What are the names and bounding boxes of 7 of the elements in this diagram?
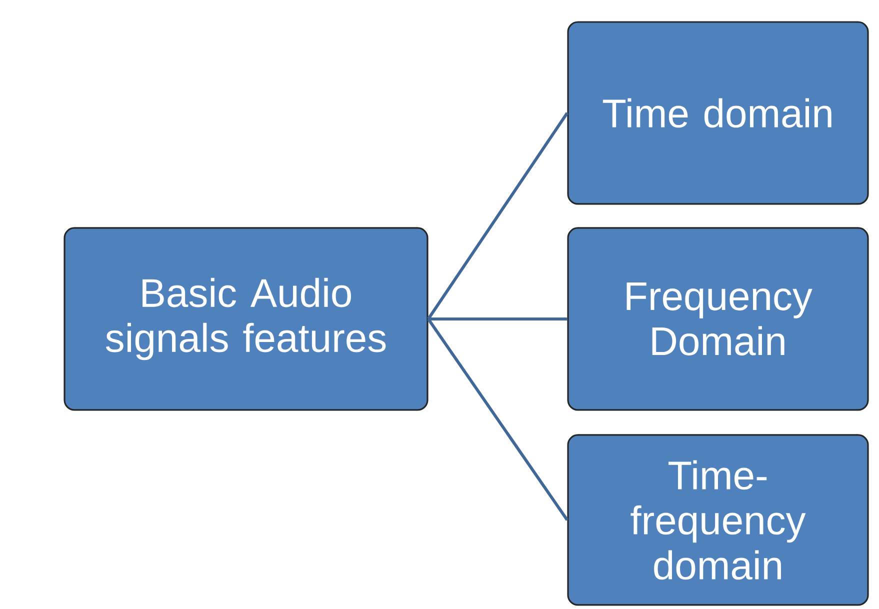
process-box: Basic Audio signals features [64,227,428,411]
process-box: Time domain [567,21,869,205]
process-box: Time-frequency domain [567,434,869,606]
connector-line [428,317,568,320]
process-box: Frequency Domain [567,227,869,411]
connector-line [427,318,568,521]
connector-line [427,112,568,320]
